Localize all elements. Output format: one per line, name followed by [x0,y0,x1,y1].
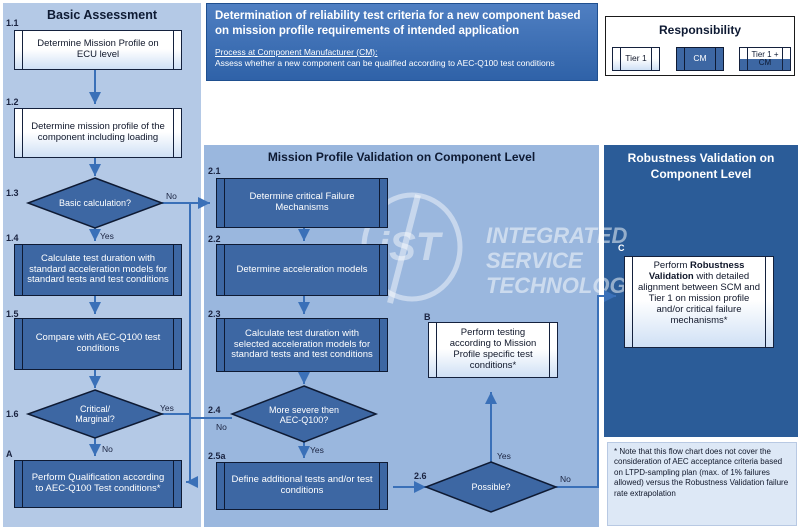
step-1-2-box: Determine mission profile of the compone… [14,108,182,158]
step-2-2-number: 2.2 [208,234,221,244]
header-process-desc: Assess whether a new component can be qu… [215,57,555,68]
step-1-1-box: Determine Mission Profile on ECU level [14,30,182,70]
step-1-2-number: 1.2 [6,97,19,107]
step-2-6-number: 2.6 [414,471,427,481]
step-a-number: A [6,449,13,459]
step-2-2-box: Determine acceleration models [216,244,388,296]
responsibility-legend: Responsibility Tier 1 CM Tier 1 + CM [605,16,795,76]
diamond-1-6 [25,389,165,439]
step-2-3-number: 2.3 [208,309,221,319]
step-a-box: Perform Qualification according to AEC-Q… [14,460,182,508]
step-1-4-number: 1.4 [6,233,19,243]
label-2-6-no: No [560,474,571,484]
basic-assessment-title: Basic Assessment [46,8,158,22]
header-process-label: Process at Component Manufacturer (CM): [215,46,378,57]
mission-profile-title: Mission Profile Validation on Component … [267,150,536,164]
step-2-6-label: Possible? [471,481,511,492]
step-1-6-label: Critical/ Marginal? [75,403,115,424]
step-c-box: Perform Robustness Validation with detai… [624,256,774,348]
legend-tier1-cm-label: Tier 1 + CM [751,49,779,67]
label-2-6-yes: Yes [497,451,511,461]
header-title: Determination of reliability test criter… [215,10,581,37]
step-1-3-number: 1.3 [6,188,19,198]
legend-cm: CM [676,47,724,71]
step-c-label-pre: Perform [653,260,691,271]
label-1-6-no: No [102,444,113,454]
step-2-1-number: 2.1 [208,166,221,176]
step-2-5a-box: Define additional tests and/or test cond… [216,462,388,510]
label-1-3-yes: Yes [100,231,114,241]
step-1-4-box: Calculate test duration with standard ac… [14,244,182,296]
robustness-title: Robustness Validation on Component Level [627,151,775,182]
diamond-2-4 [229,385,379,443]
label-2-4-no: No [216,422,227,432]
legend-tier1: Tier 1 [612,47,660,71]
step-2-3-box: Calculate test duration with selected ac… [216,318,388,372]
step-1-5-number: 1.5 [6,309,19,319]
step-1-6-number: 1.6 [6,409,19,419]
step-2-1-box: Determine critical Failure Mechanisms [216,178,388,228]
step-b-number: B [424,312,431,322]
step-1-5-box: Compare with AEC-Q100 test conditions [14,318,182,370]
step-c-label-post: with detailed alignment between SCM and … [638,270,760,326]
step-1-3-label: Basic calculation? [58,197,132,208]
step-2-4-number: 2.4 [208,405,221,415]
label-1-6-yes: Yes [160,403,174,413]
diamond-2-6 [423,461,559,513]
diamond-1-3 [25,177,165,229]
footnote: * Note that this flow chart does not cov… [607,442,797,526]
responsibility-title: Responsibility [658,23,741,37]
step-1-1-number: 1.1 [6,18,19,28]
step-c-number: C [618,243,625,253]
step-c-label-bold: Robustness Validation [648,260,745,282]
header-box: Determination of reliability test criter… [206,3,598,81]
legend-tier1-cm: Tier 1 + CM [739,47,791,71]
label-1-3-no: No [166,191,177,201]
step-2-4-label: More severe then AEC-Q100? [268,404,340,425]
label-2-4-yes: Yes [310,445,324,455]
step-b-box: Perform testing according to Mission Pro… [428,322,558,378]
step-2-5a-number: 2.5a [208,451,226,461]
